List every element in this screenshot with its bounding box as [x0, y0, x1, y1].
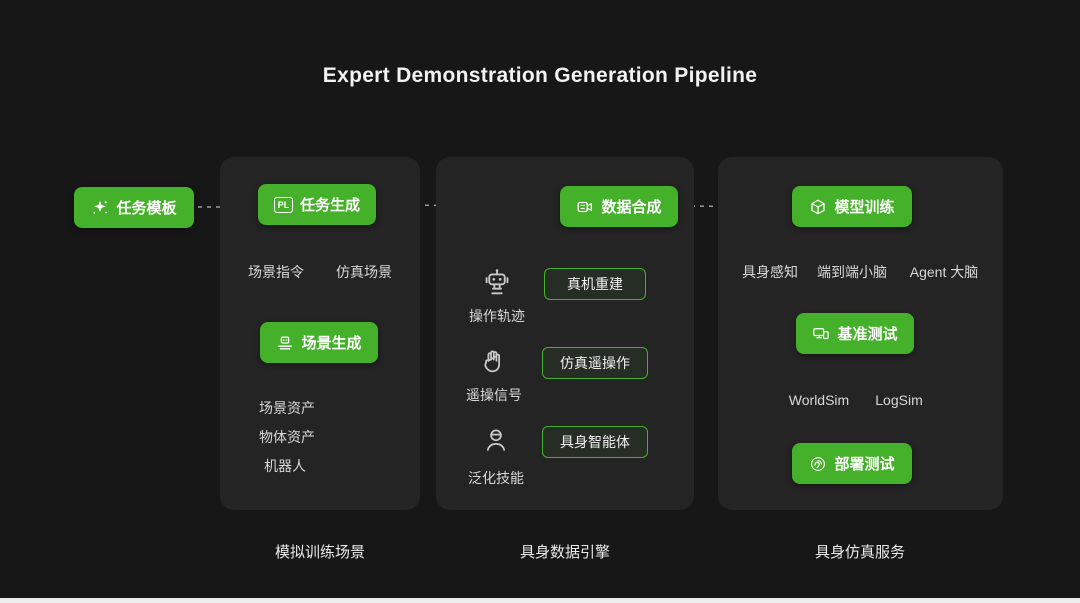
- task-template-label: 任务模板: [116, 200, 177, 217]
- embodied-perception-label: 具身感知: [742, 264, 798, 280]
- generalized-skill-label: 泛化技能: [468, 470, 524, 486]
- vr-skill-icon: [480, 424, 512, 456]
- scene-asset-label: 场景资产: [259, 400, 315, 416]
- benchmark-test-node: 基准测试: [796, 313, 914, 354]
- data-synthesis-node: 数据合成: [560, 186, 678, 227]
- real-machine-reconstruction-box: 真机重建: [544, 268, 646, 300]
- scene-generation-label: 场景生成: [301, 335, 362, 352]
- pl-badge-icon: PL: [273, 196, 293, 213]
- robot-asset-label: 机器人: [264, 458, 306, 474]
- e2e-cerebellum-label: 端到端小脑: [817, 264, 887, 280]
- model-training-label: 模型训练: [834, 199, 895, 216]
- page-edge: [0, 598, 1080, 603]
- page-title: Expert Demonstration Generation Pipeline: [322, 64, 758, 87]
- worldsim-label: WorldSim: [788, 392, 850, 408]
- agent-brain-label: Agent 大脑: [909, 264, 979, 280]
- scene-instruction-label: 场景指令: [248, 264, 304, 280]
- devices-icon: [813, 327, 830, 339]
- task-template-node: 任务模板: [74, 187, 194, 228]
- embodied-agent-box: 具身智能体: [542, 426, 648, 458]
- teleop-signal-label: 遥操信号: [466, 387, 522, 403]
- glove-hand-icon: [478, 346, 510, 378]
- deployment-test-label: 部署测试: [834, 456, 895, 473]
- task-generation-label: 任务生成: [299, 197, 360, 214]
- operation-trajectory-label: 操作轨迹: [469, 308, 525, 324]
- logsim-label: LogSim: [875, 392, 923, 408]
- caption-sim-training-scene: 模拟训练场景: [274, 544, 366, 561]
- task-generation-node: PL 任务生成: [258, 184, 376, 225]
- scene-generation-node: 场景生成: [260, 322, 378, 363]
- fingerprint-deploy-icon: [811, 456, 826, 471]
- model-training-node: 模型训练: [792, 186, 912, 227]
- benchmark-test-label: 基准测试: [837, 326, 898, 343]
- caption-embodied-sim-service: 具身仿真服务: [814, 544, 906, 561]
- caption-embodied-data-engine: 具身数据引擎: [519, 544, 611, 561]
- object-asset-label: 物体资产: [259, 429, 315, 445]
- data-synthesis-label: 数据合成: [601, 199, 662, 216]
- deployment-test-node: 部署测试: [792, 443, 912, 484]
- recorder-icon: [578, 201, 593, 212]
- robot-scene-icon: [278, 335, 293, 350]
- cube-icon: [811, 199, 826, 214]
- sim-teleoperation-box: 仿真遥操作: [542, 347, 648, 379]
- confetti-tasks-icon: [93, 200, 108, 214]
- sim-scene-label: 仿真场景: [336, 264, 392, 280]
- robot-icon: [480, 264, 514, 300]
